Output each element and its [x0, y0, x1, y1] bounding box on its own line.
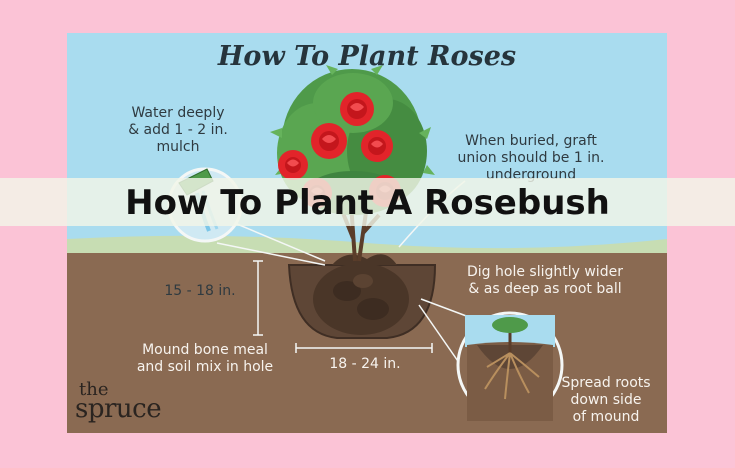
banner-title: How To Plant A Rosebush	[125, 183, 610, 223]
root-ball	[313, 263, 409, 335]
rose-flower	[361, 130, 393, 162]
label-depth: 15 - 18 in.	[164, 283, 236, 299]
label-spread: Spread roots down side of mound	[561, 375, 651, 425]
label-width: 18 - 24 in.	[329, 356, 401, 372]
ground-grass	[67, 235, 667, 255]
rose-flower	[278, 150, 308, 180]
label-water: Water deeply & add 1 - 2 in. mulch	[128, 105, 228, 155]
width-measure	[295, 343, 433, 353]
brand-logo-spruce: spruce	[75, 394, 162, 424]
rose-flower	[340, 92, 374, 126]
label-graft: When buried, graft union should be 1 in.…	[457, 133, 605, 183]
title-banner	[0, 178, 735, 226]
label-dig: Dig hole slightly wider & as deep as roo…	[467, 264, 623, 297]
poster-title: How To Plant Roses	[217, 41, 517, 72]
infographic: How To Plant Roses Water deeply & add 1 …	[67, 33, 667, 433]
depth-measure	[253, 260, 263, 336]
rose-flower	[311, 123, 347, 159]
roots	[484, 352, 540, 400]
rose-stem	[341, 202, 381, 262]
brand-logo-the: the	[79, 379, 109, 400]
roots-callout	[418, 298, 564, 421]
label-mound: Mound bone meal and soil mix in hole	[136, 342, 274, 375]
